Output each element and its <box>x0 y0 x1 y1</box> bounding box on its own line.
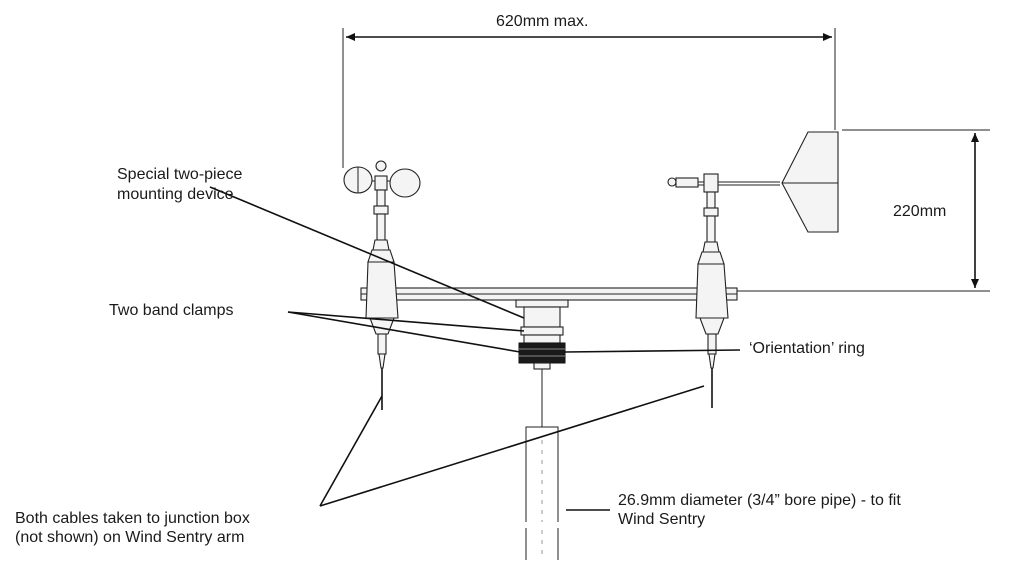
band-clamps-label: Two band clamps <box>109 302 234 319</box>
band-clamp-lower <box>533 362 551 370</box>
mounting-device <box>523 306 561 328</box>
leader-band-clamp-lower <box>287 311 521 353</box>
mounting-pipe <box>520 426 564 560</box>
wind-vane <box>667 131 839 408</box>
pipe-label-line1: 26.9mm diameter (3/4” bore pipe) - to fi… <box>618 492 901 509</box>
anemometer-hub <box>374 175 388 191</box>
anemometer-cup-right <box>389 168 421 198</box>
vane-counterweight <box>675 177 699 188</box>
leader-orientation-ring <box>564 349 741 353</box>
cables-label-line1: Both cables taken to junction box <box>15 510 250 527</box>
band-clamp-upper <box>520 326 564 336</box>
vane-tail-fin <box>781 131 839 233</box>
width-dimension-label: 620mm max. <box>496 13 589 30</box>
vane-body <box>695 263 729 319</box>
leader-mounting-device <box>209 186 525 319</box>
vane-hub <box>703 173 719 193</box>
orientation-ring-label: ‘Orientation’ ring <box>749 340 865 357</box>
cup-anemometer <box>343 160 421 410</box>
anemometer-body <box>365 261 399 319</box>
cables-label-line2: (not shown) on Wind Sentry arm <box>15 529 245 546</box>
leader-band-clamp-upper <box>287 311 525 332</box>
anemometer-cup-back <box>375 160 387 172</box>
pipe-label-line2: Wind Sentry <box>618 511 706 528</box>
leader-lines <box>209 186 741 511</box>
height-dimension-label: 220mm <box>893 203 947 220</box>
width-dimension <box>342 28 836 168</box>
mounting-device-label-line2: mounting device <box>117 186 234 203</box>
leader-cable-right <box>319 385 705 507</box>
vane-counterweight-tip <box>667 177 677 187</box>
mounting-assembly <box>515 299 569 427</box>
orientation-ring <box>518 342 566 364</box>
leader-cable-left <box>319 395 383 507</box>
crossarm <box>360 287 738 301</box>
mounting-device-label-line1: Special two-piece <box>117 166 243 183</box>
mounting-plate <box>515 299 569 308</box>
